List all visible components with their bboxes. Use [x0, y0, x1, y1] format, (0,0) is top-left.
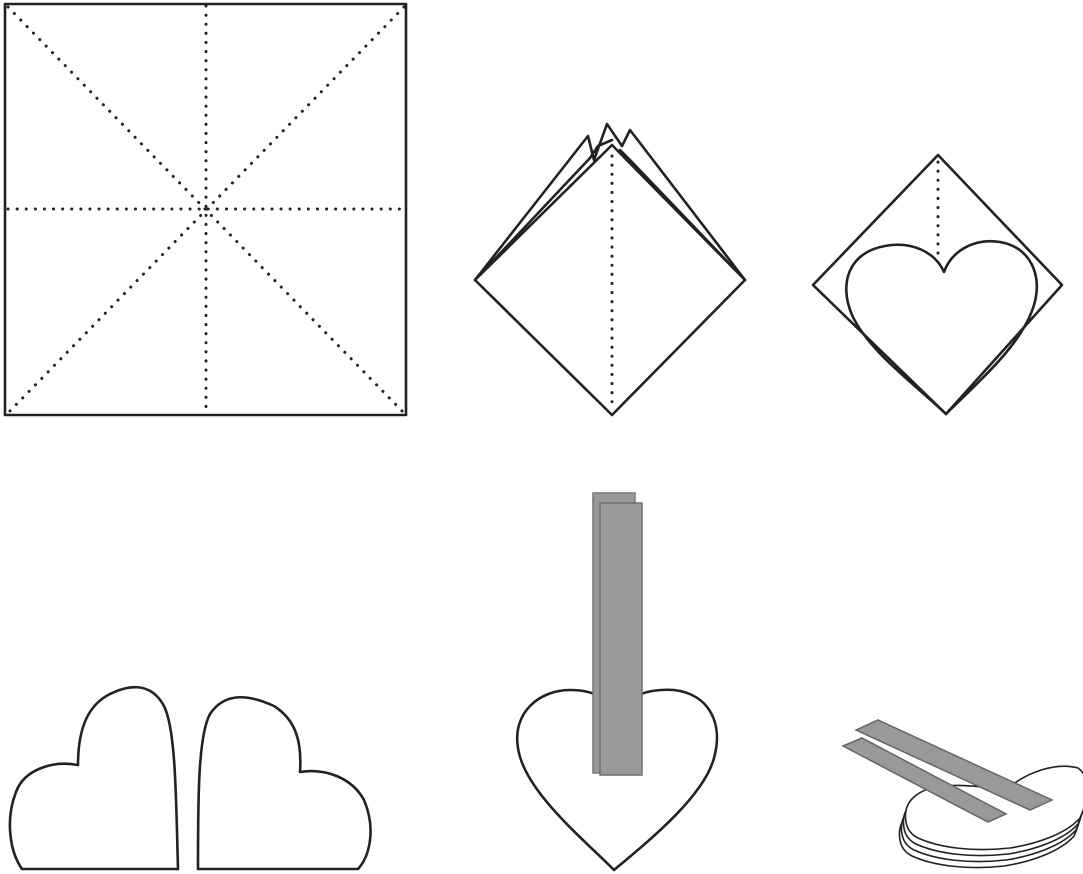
step-6-stacked-hearts	[843, 720, 1083, 868]
folded-diamond	[813, 155, 1062, 414]
front-diamond	[475, 145, 745, 415]
step-4-two-hearts	[10, 687, 371, 869]
step-1-creased-square	[5, 4, 406, 415]
step-5-heart-with-strips	[517, 493, 717, 870]
right-heart-half	[198, 697, 371, 869]
paper-strip-front	[600, 503, 642, 775]
step-2-collapsed-diamond	[475, 124, 745, 415]
left-heart-half	[10, 687, 178, 869]
step-3-heart-outline	[813, 155, 1062, 414]
